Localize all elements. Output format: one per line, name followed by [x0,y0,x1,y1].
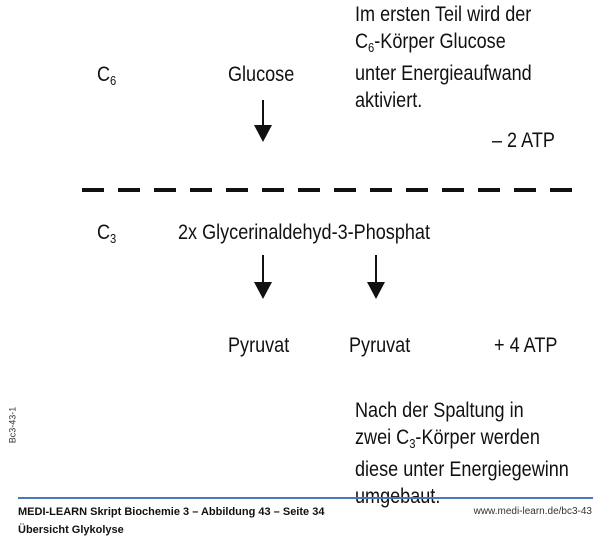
dashed-divider [82,188,576,192]
carbon-label: C [97,63,111,86]
gap-label: 2x Glycerinaldehyd-3-Phosphat [178,221,430,244]
down-arrow-icon [254,100,272,142]
plus-atp-label: + 4 ATP [494,334,558,357]
minus-atp-label: – 2 ATP [492,129,555,152]
note-line: umgebaut. [355,484,441,508]
note-text: zwei [355,425,397,449]
c6-label: C6 [97,62,116,94]
top-note: Im ersten Teil wird der C6-Körper Glucos… [355,2,532,114]
figure-code: Bc3-43-1 [7,406,18,444]
note-line: C6-Körper Glucose [355,29,532,62]
note-line: Nach der Spaltung in [355,399,524,422]
carbon-label: C [97,221,111,244]
down-arrow-icon [254,255,272,299]
footer-title: MEDI-LEARN Skript Biochemie 3 – Abbildun… [18,506,325,518]
carbon-subscript: 3 [409,435,416,451]
pyruvat-label: Pyruvat [228,334,290,357]
note-line: diese unter Energiegewinn [355,458,569,481]
carbon-subscript: 3 [110,231,117,246]
carbon-subscript: 6 [110,73,117,88]
note-line: zwei C3-Körper werden [355,425,569,458]
note-line: Im ersten Teil wird der [355,3,532,26]
carbon-label: C [355,29,369,53]
note-line: aktiviert. [355,88,423,112]
down-arrow-icon [367,255,385,299]
note-text: -Körper Glucose [374,29,506,53]
glucose-label: Glucose [228,63,295,86]
footer-subtitle: Übersicht Glykolyse [18,524,124,536]
bottom-note: Nach der Spaltung in zwei C3-Körper werd… [355,398,569,510]
carbon-subscript: 6 [368,39,375,55]
note-line: unter Energieaufwand [355,62,532,85]
footer-url[interactable]: www.medi-learn.de/bc3-43 [473,506,592,517]
footer-rule [18,497,593,499]
note-text: -Körper werden [415,425,540,449]
pyruvat-label: Pyruvat [349,334,411,357]
carbon-label: C [396,425,410,449]
c3-label: C3 [97,220,116,252]
